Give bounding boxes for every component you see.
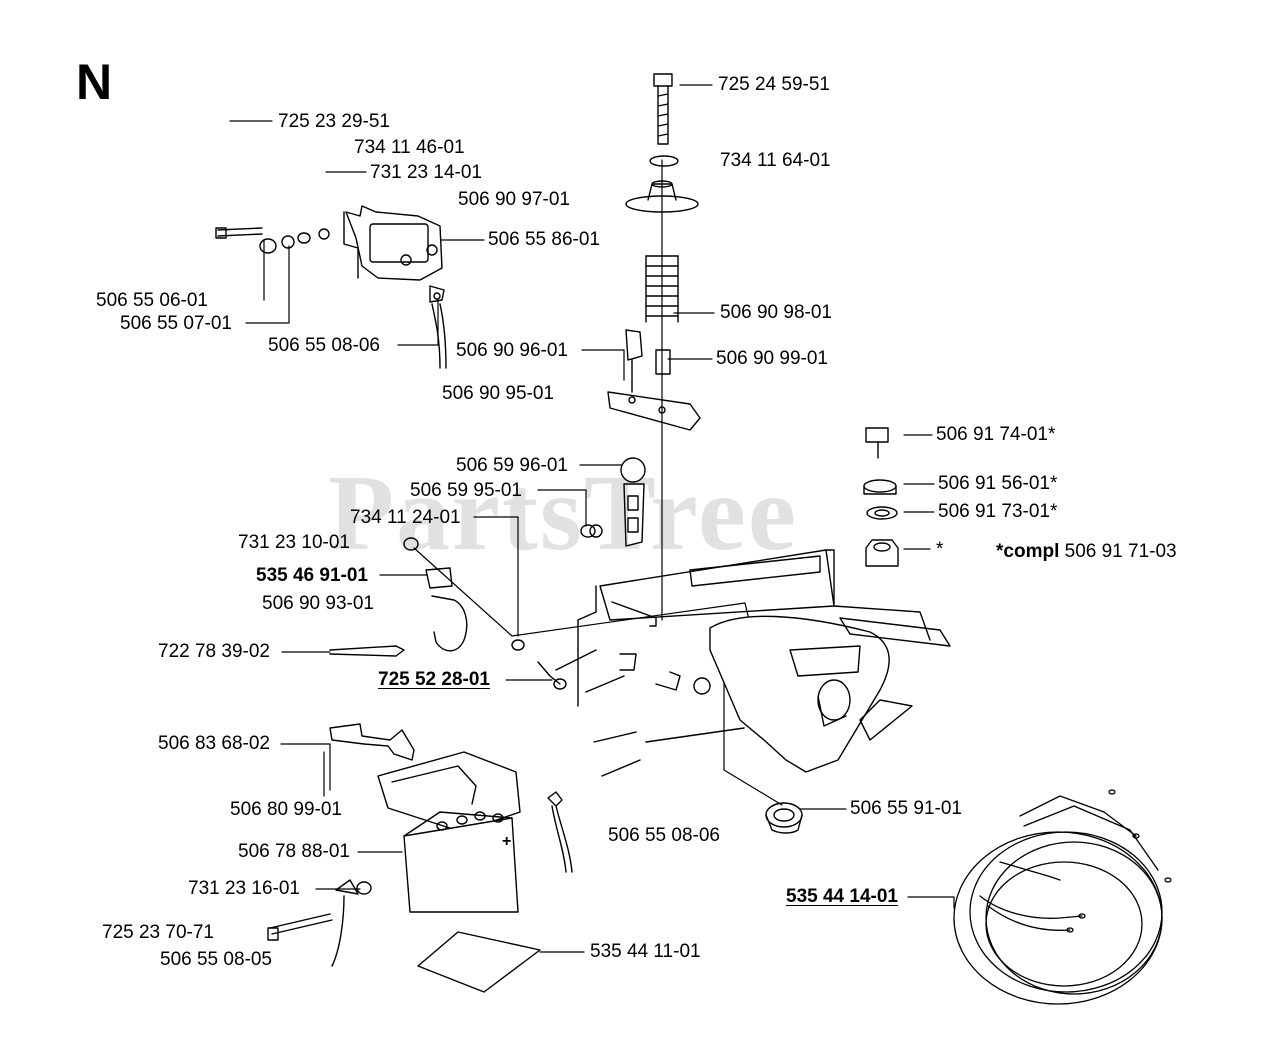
- part-label-722783902: 722 78 39-02: [158, 641, 270, 662]
- part-label-535441401: 535 44 14-01: [786, 886, 898, 907]
- wiring-harness: [953, 789, 1172, 1005]
- part-label-506909501: 506 90 95-01: [442, 383, 554, 404]
- part-label-506809901: 506 80 99-01: [230, 799, 342, 820]
- shift-assembly: [580, 457, 646, 547]
- pedal-assembly: [607, 73, 701, 431]
- part-label-star: *: [936, 539, 944, 560]
- part-label-506558601: 506 55 86-01: [488, 229, 600, 250]
- bushing-506559101: [765, 802, 803, 834]
- part-label-731231601: 731 23 16-01: [188, 878, 300, 899]
- part-label-506836802: 506 83 68-02: [158, 733, 270, 754]
- part-label-725245951: 725 24 59-51: [718, 74, 830, 95]
- part-label-506599501: 506 59 95-01: [410, 480, 522, 501]
- part-label-506909701: 506 90 97-01: [458, 189, 570, 210]
- part-label-506909801: 506 90 98-01: [720, 302, 832, 323]
- battery-plus-sign: +: [502, 833, 512, 850]
- battery-assembly: [267, 723, 573, 993]
- compl-number: 506 91 71-03: [1064, 541, 1177, 562]
- part-label-506915601: 506 91 56-01*: [938, 473, 1058, 494]
- part-label-506550806a: 506 55 08-06: [268, 335, 380, 356]
- part-label-506917301: 506 91 73-01*: [938, 501, 1058, 522]
- relay-assembly: [215, 205, 447, 369]
- watermark: PartsTree: [328, 454, 798, 573]
- part-label-506559101: 506 55 91-01: [850, 798, 962, 819]
- part-label-731231001: 731 23 10-01: [238, 532, 350, 553]
- part-label-506909901: 506 90 99-01: [716, 348, 828, 369]
- part-label-725237071: 725 23 70-71: [102, 922, 214, 943]
- leader-lines: [229, 84, 955, 953]
- frame-body: [555, 549, 951, 777]
- left-small-parts: [329, 537, 567, 690]
- part-label-725522801: 725 52 28-01: [378, 669, 490, 690]
- part-label-535469101: 535 46 91-01: [256, 565, 368, 586]
- part-label-506909301: 506 90 93-01: [262, 593, 374, 614]
- part-label-734116401: 734 11 64-01: [720, 150, 831, 171]
- part-label-734112401: 734 11 24-01: [350, 507, 461, 528]
- part-label-731231401: 731 23 14-01: [370, 162, 482, 183]
- part-label-506909601: 506 90 96-01: [456, 340, 568, 361]
- part-label-506550601: 506 55 06-01: [96, 290, 208, 311]
- part-label-506917401: 506 91 74-01*: [936, 424, 1056, 445]
- compl-note: *compl 506 91 71-03: [996, 542, 1177, 562]
- compl-prefix: *compl: [996, 541, 1060, 562]
- part-label-506550806b: 506 55 08-06: [608, 825, 720, 846]
- part-label-506599601: 506 59 96-01: [456, 455, 568, 476]
- part-label-725232951: 725 23 29-51: [278, 111, 390, 132]
- ignition-switch: [863, 427, 899, 567]
- part-label-506550805: 506 55 08-05: [160, 949, 272, 970]
- part-label-506788801: 506 78 88-01: [238, 841, 350, 862]
- part-label-734114601: 734 11 46-01: [354, 137, 465, 158]
- part-label-506550701: 506 55 07-01: [120, 313, 232, 334]
- part-label-535441101: 535 44 11-01: [590, 941, 701, 962]
- section-letter: N: [76, 54, 113, 110]
